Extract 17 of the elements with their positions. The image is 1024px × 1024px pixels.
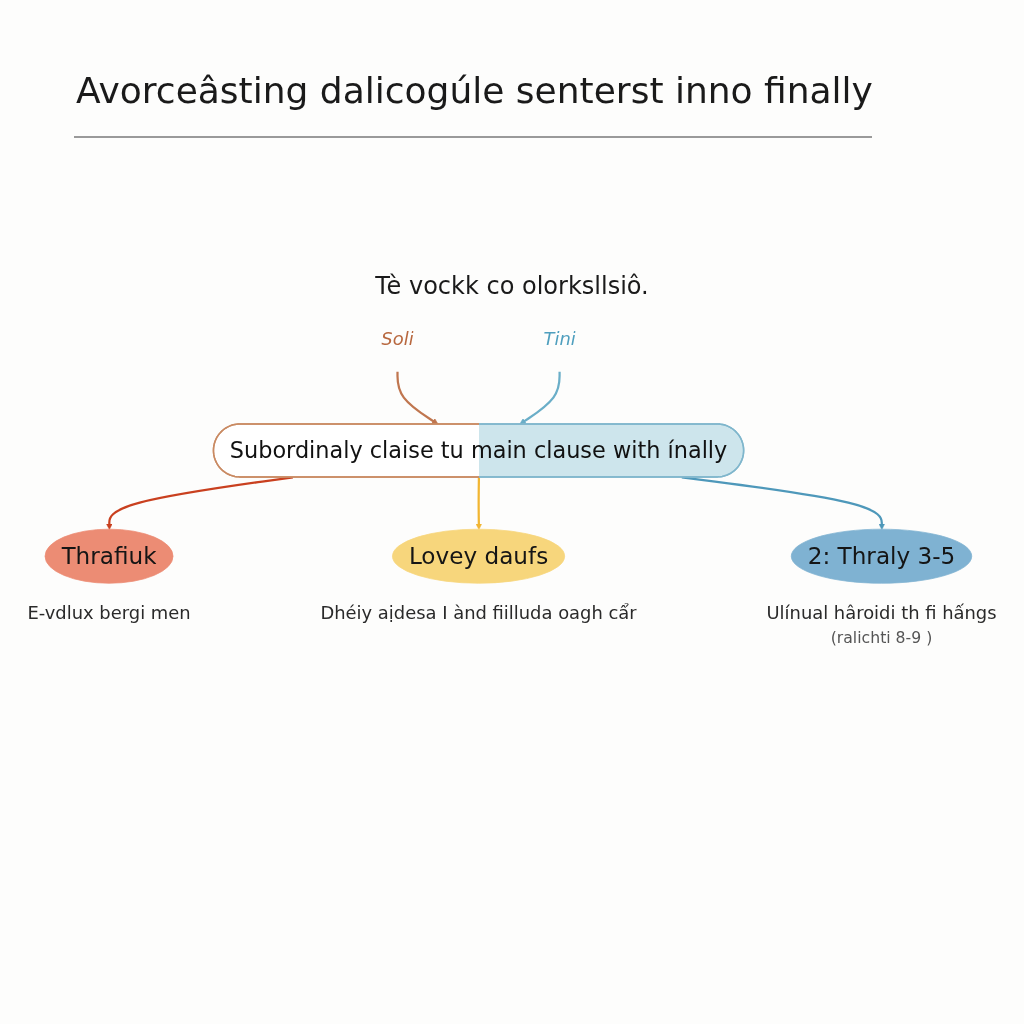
title: Avorceâsting dalicogúle senterst inno finally	[76, 70, 873, 111]
description-text: (ralichti 8-9 )	[830, 628, 933, 647]
arrow	[475, 477, 483, 530]
arrow	[106, 476, 293, 530]
text-label: Soli	[381, 328, 414, 350]
subtitle-text: Tè vockk co olorksllsiô.	[375, 272, 649, 300]
text-label: Tini	[543, 328, 576, 350]
arrow	[519, 371, 561, 425]
arrow	[681, 476, 886, 530]
description-text: Dhéiy aịdesa I ànd fiilluda oagh cẩr	[320, 602, 637, 624]
category-ellipse: 2: Thraly 3-5	[790, 528, 973, 584]
description-text: Ulínual hâroidi th fi hấngs	[766, 602, 997, 624]
arrow	[396, 371, 439, 425]
category-ellipse: Thrafiuk	[44, 528, 174, 584]
category-ellipse: Lovey daufs	[392, 528, 566, 584]
clause-pill: Subordinaly claise tu main clause with ínally	[212, 423, 745, 478]
description-text: E-vdlux bergi men	[27, 602, 191, 624]
